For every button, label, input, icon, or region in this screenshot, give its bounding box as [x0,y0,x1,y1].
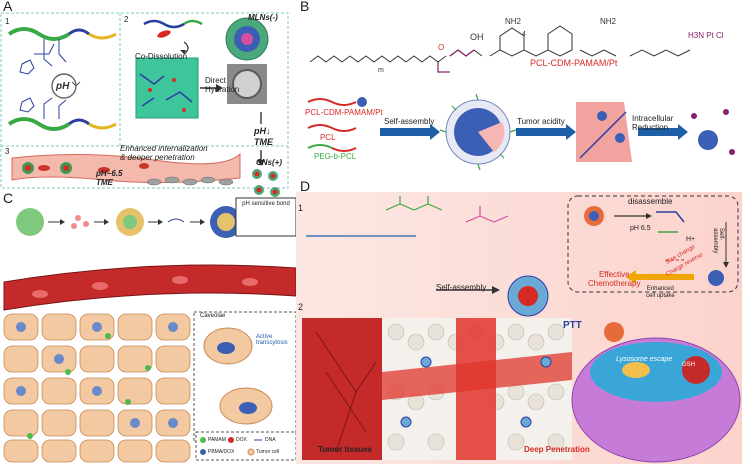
direct-hydration-label: Direct Hydration [205,76,240,94]
ph65-d-label: pH 6.5 [630,225,651,232]
tme2-label: TME [96,178,113,187]
deep-penetration-label: Deep Penetration [524,445,590,454]
ph65-label: pH~6.5 [96,169,123,178]
intracellular-line1: Intracellular [632,114,674,123]
panel-c-diagram [3,197,297,463]
intracellular-line2: Reduction [632,123,669,132]
chem-o: O [438,43,444,52]
ph-sensitive-bond-label: pH sensitive bond [242,201,290,207]
chem-nh2-2: NH2 [600,17,617,26]
chem-sub4: 4 [522,31,526,38]
panel-letter-b: B [300,0,310,14]
panel-a-sub3: 3 [5,147,10,156]
ph-cycle-label: pH [56,81,70,92]
legend-conjugate: PCL-CDM-PAMAM/Pt [305,108,383,117]
codissolution-label: Co-Dissolution [135,52,188,61]
panel-a3-vessel [11,152,241,186]
effective-chemotherapy-label: Effective Chemotherapy [588,270,640,288]
tme-label: TME [254,137,273,147]
chem-pt: H3N Pt Cl [688,31,724,40]
chemical-structure: OH O NH2 NH2 4 m H3N Pt Cl [309,17,724,74]
active-transcytosis-label: Active transcytosis [256,334,288,346]
enhanced-cell-uptake-label: Enhanced cell uptake [646,286,675,300]
legend-dna: DNA [265,437,276,443]
gsh-label: GSH [682,362,696,368]
enhanced-line1: Enhanced internalization [120,144,208,153]
enhanced-line2: & deeper penetration [120,153,195,162]
chem-oh: OH [470,32,484,42]
panel-b-legend-lines [307,97,367,152]
panel-letter-c: C [3,190,14,206]
panel-d-sub1: 1 [298,203,304,213]
hplus-label: H+ [686,236,696,243]
panel-b-process [380,93,735,171]
self-assembly-b-label: Self-assembly [384,117,435,126]
cns-label: CNs(+) [256,158,283,167]
panel-a2-diagram [135,17,269,119]
enhanced-uptake-line2: cell uptake [646,293,675,299]
enhanced-internalization-label: Enhanced internalization & deeper penetr… [120,144,208,162]
enhanced-uptake-line1: Enhanced [646,286,674,292]
disassemble-label: disassemble [628,197,673,206]
panel-a-frame [0,12,289,189]
tumor-acidity-label: Tumor acidity [517,117,565,126]
legend-pcl: PCL [320,133,336,142]
ph-down-label: pH↓ [254,126,271,136]
self-assembly-d-label: Self-assembly [436,283,487,292]
caveolae-label: Caveolae [200,313,226,319]
conjugate-label: PCL-CDM-PAMAM/Pt [530,58,618,68]
effective-line1: Effective [598,270,630,279]
legend-pbma-dox: PBMA/DOX [208,449,235,455]
legend-dox: DOX [236,437,247,443]
legend-pamam: PAMAM [208,437,226,443]
panel-letter-a: A [3,0,13,14]
ph65-tme-label: pH~6.5 TME [96,169,122,187]
mlns-label: MLNs(-) [248,13,278,22]
panel-d-sub2: 2 [298,302,304,312]
panel-letter-d: D [300,178,311,194]
chem-m: m [378,67,384,74]
panel-a-sub2: 2 [124,15,129,24]
panel-a1-polymer-diagram [7,27,117,131]
ptt-label: PTT [563,320,582,331]
legend-peg-pcl: PEG-b-PCL [314,152,357,161]
tumor-tissues-label: Tumor tissues [318,445,373,454]
cns-diagram [252,112,280,197]
chem-nh2-1: NH2 [505,17,522,26]
panel-d-background [296,192,742,464]
intracellular-reduction-label: Intracellular Reduction [632,114,673,132]
effective-line2: Chemotherapy [588,279,641,288]
lysosome-escape-label: Lysosome escape [616,356,673,363]
panel-a-sub1: 1 [5,17,10,26]
self-assembly-side-label: Self-assembly [712,228,724,254]
legend-tumor-cell: Tumor cell [256,449,280,455]
